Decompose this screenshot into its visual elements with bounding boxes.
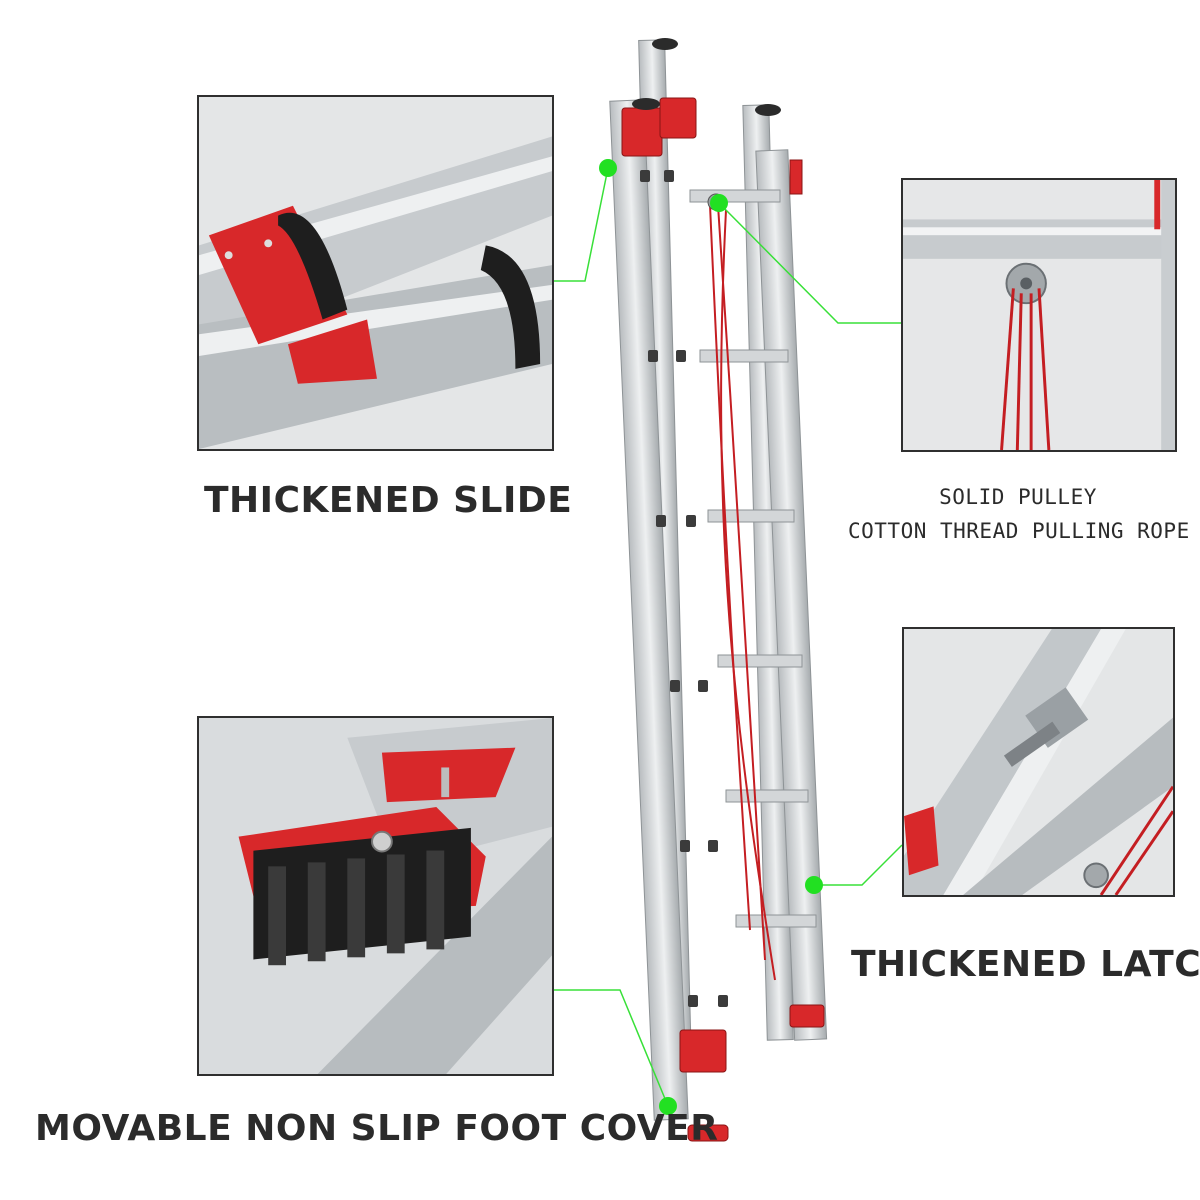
caption-pulley-line2: COTTON THREAD PULLING ROPE	[848, 519, 1190, 543]
caption-pulley-line1: SOLID PULLEY	[939, 485, 1097, 509]
caption-thickened-latch: THICKENED LATCH	[851, 944, 1200, 985]
detail-photo-pulley	[901, 178, 1177, 452]
caption-foot-cover: MOVABLE NON SLIP FOOT COVER	[35, 1108, 719, 1149]
caption-thickened-slide: THICKENED SLIDE	[204, 480, 573, 521]
detail-photo-latch	[902, 627, 1175, 897]
detail-photo-foot-cover	[197, 716, 554, 1076]
caption-pulley: SOLID PULLEY COTTON THREAD PULLING ROPE	[848, 480, 1190, 548]
detail-photo-slide	[197, 95, 554, 451]
extension-ladder-image	[609, 38, 828, 1142]
